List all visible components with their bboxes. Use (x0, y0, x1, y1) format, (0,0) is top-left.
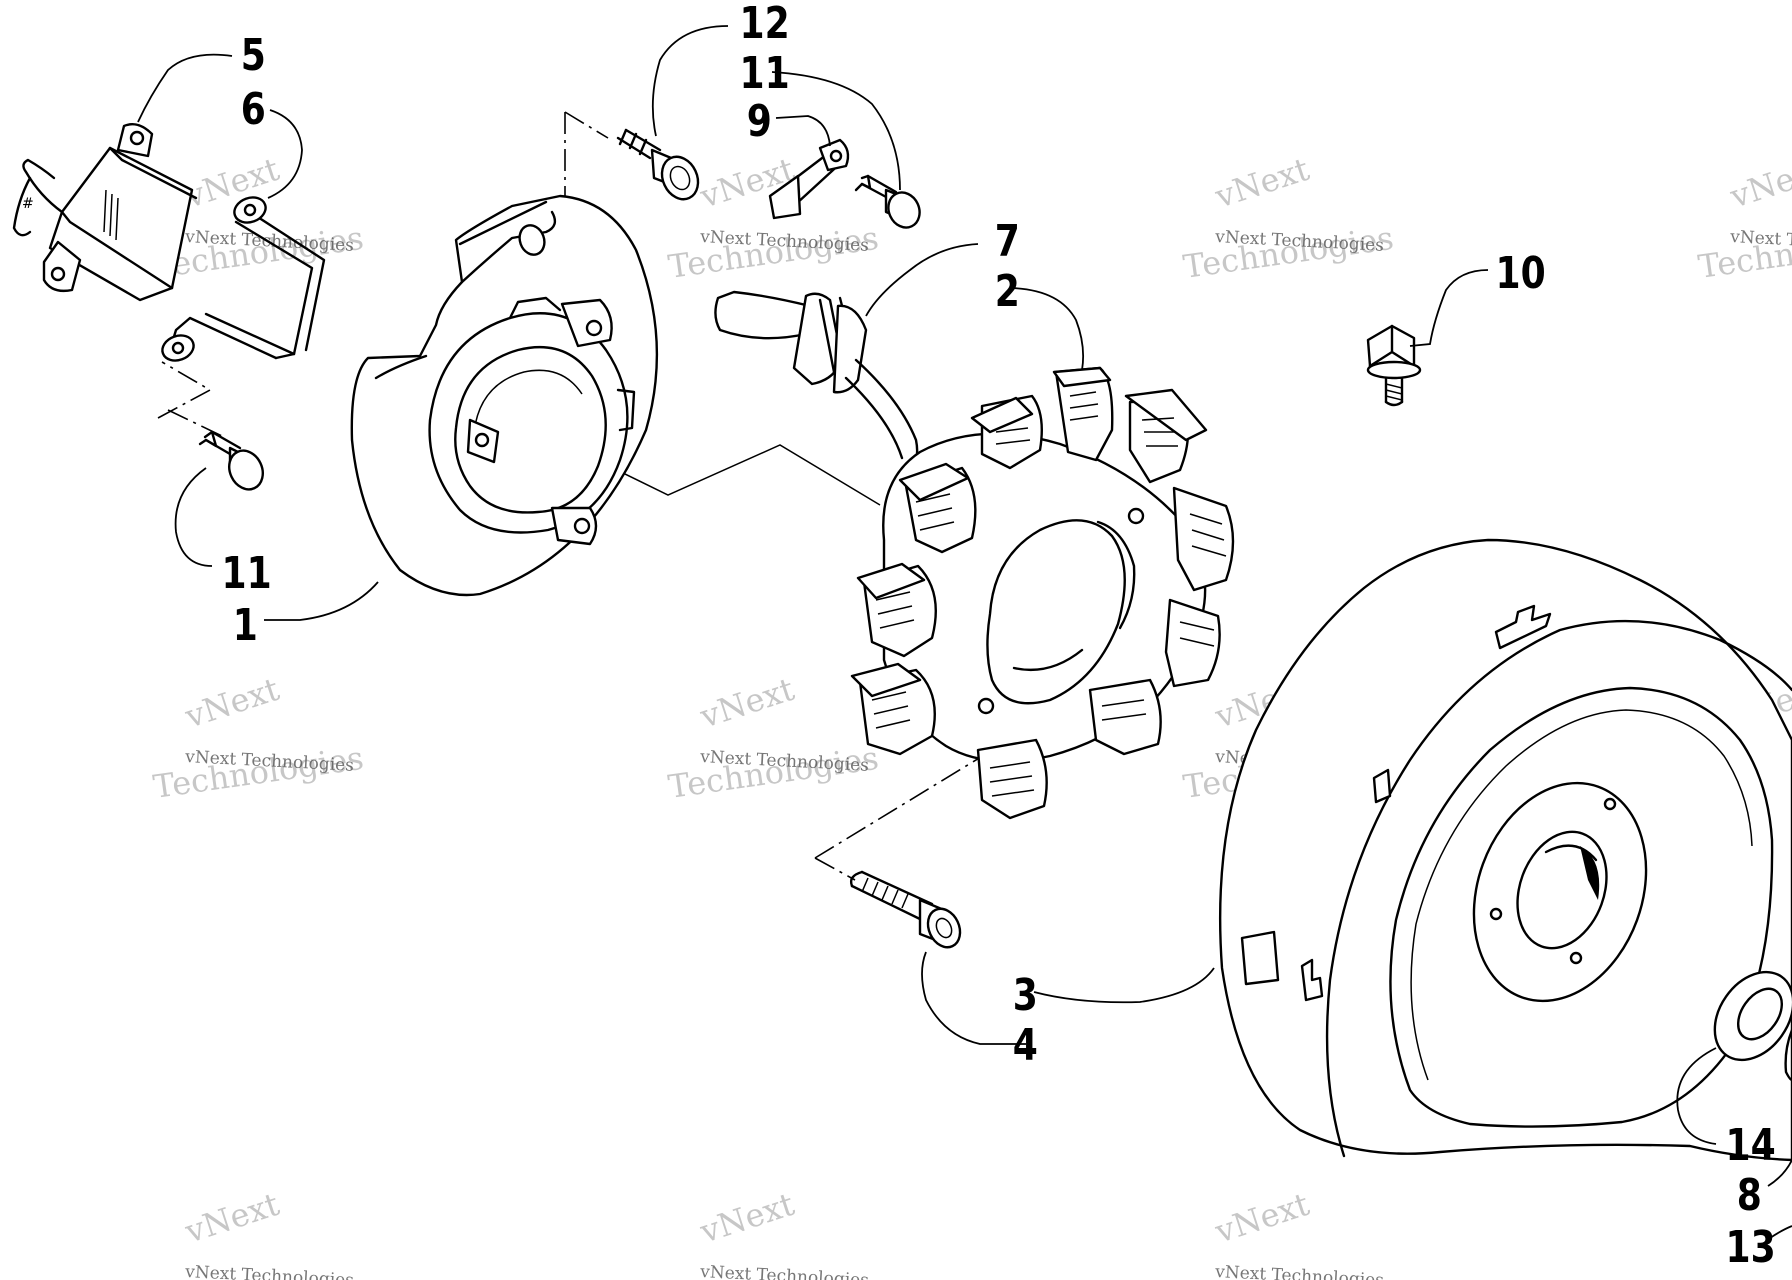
stator-coil (970, 394, 1043, 470)
callout-7: 7 (995, 217, 1020, 267)
callout-1: 1 (233, 601, 258, 651)
part-9-terminal (768, 138, 850, 220)
part-11-screw-lower (198, 430, 264, 491)
callout-8: 8 (1737, 1171, 1762, 1221)
callout-12: 12 (740, 0, 790, 49)
part-1-backing-plate (350, 194, 659, 597)
stator-coil (976, 738, 1048, 820)
terminal-mark: # (22, 196, 34, 212)
stator-coil (1164, 598, 1221, 688)
part-2-stator (850, 366, 1235, 820)
svg-text:vNext: vNext (1210, 1185, 1314, 1251)
part-8-13-nut (1784, 1028, 1792, 1082)
svg-text:vNext Technologies: vNext Technologies (699, 1262, 870, 1280)
watermark-tile: vNext Technologies vNext Technologies (666, 670, 881, 806)
callout-11-upper: 11 (740, 49, 790, 99)
callout-2: 2 (995, 267, 1020, 317)
stator-coil (1088, 678, 1162, 756)
callout-10: 10 (1496, 249, 1546, 299)
watermark-tile: vNext vNext Technologies (1210, 1185, 1385, 1280)
part-6-bracket (161, 196, 326, 362)
stator-coil (850, 662, 936, 756)
callout-labels: 5 6 12 11 9 7 2 10 11 1 3 4 14 8 13 (222, 0, 1776, 1273)
part-10-bolt (1366, 324, 1422, 407)
callout-13: 13 (1726, 1223, 1776, 1273)
callout-5: 5 (241, 31, 266, 81)
watermark-tile: vNext Technologies vNext Technologies (1181, 150, 1396, 286)
watermark-tile: vNext Technologies vNext Technologies (1696, 150, 1792, 286)
part-11-screw-upper (854, 174, 921, 229)
svg-text:vNext Technologies: vNext Technologies (1214, 1262, 1385, 1280)
svg-text:vNext: vNext (1725, 150, 1792, 216)
part-5-regulator: # (12, 123, 198, 302)
watermark-tile: vNext vNext Technologies (695, 1185, 870, 1280)
part-14-washer (1713, 970, 1792, 1062)
part-4-screw (849, 870, 962, 949)
svg-text:vNext: vNext (180, 670, 284, 736)
part-3-flywheel (1218, 538, 1792, 1162)
callout-3: 3 (1013, 971, 1038, 1021)
stator-coil (1124, 388, 1208, 484)
stator-coil (1172, 486, 1235, 592)
part-12-screw (616, 128, 700, 201)
stator-coil (856, 562, 937, 658)
stator-coil (1052, 366, 1114, 462)
watermark-tile: vNext Technologies vNext Technologies (151, 670, 366, 806)
callout-11-lower: 11 (222, 549, 272, 599)
watermark-tile: vNext vNext Technologies (180, 1185, 355, 1280)
svg-text:vNext: vNext (1210, 150, 1314, 216)
svg-text:vNext: vNext (180, 1185, 284, 1251)
leader-lines (137, 25, 1792, 1239)
callout-4: 4 (1013, 1021, 1038, 1071)
callout-14: 14 (1726, 1121, 1776, 1171)
svg-text:vNext: vNext (180, 150, 284, 216)
svg-text:vNext: vNext (695, 670, 799, 736)
callout-6: 6 (241, 85, 266, 135)
stator-coil (898, 462, 977, 554)
svg-text:vNext: vNext (695, 1185, 799, 1251)
part-7-grommet-harness (714, 290, 919, 472)
callout-9: 9 (747, 97, 772, 147)
svg-text:vNext Technologies: vNext Technologies (184, 1262, 355, 1280)
